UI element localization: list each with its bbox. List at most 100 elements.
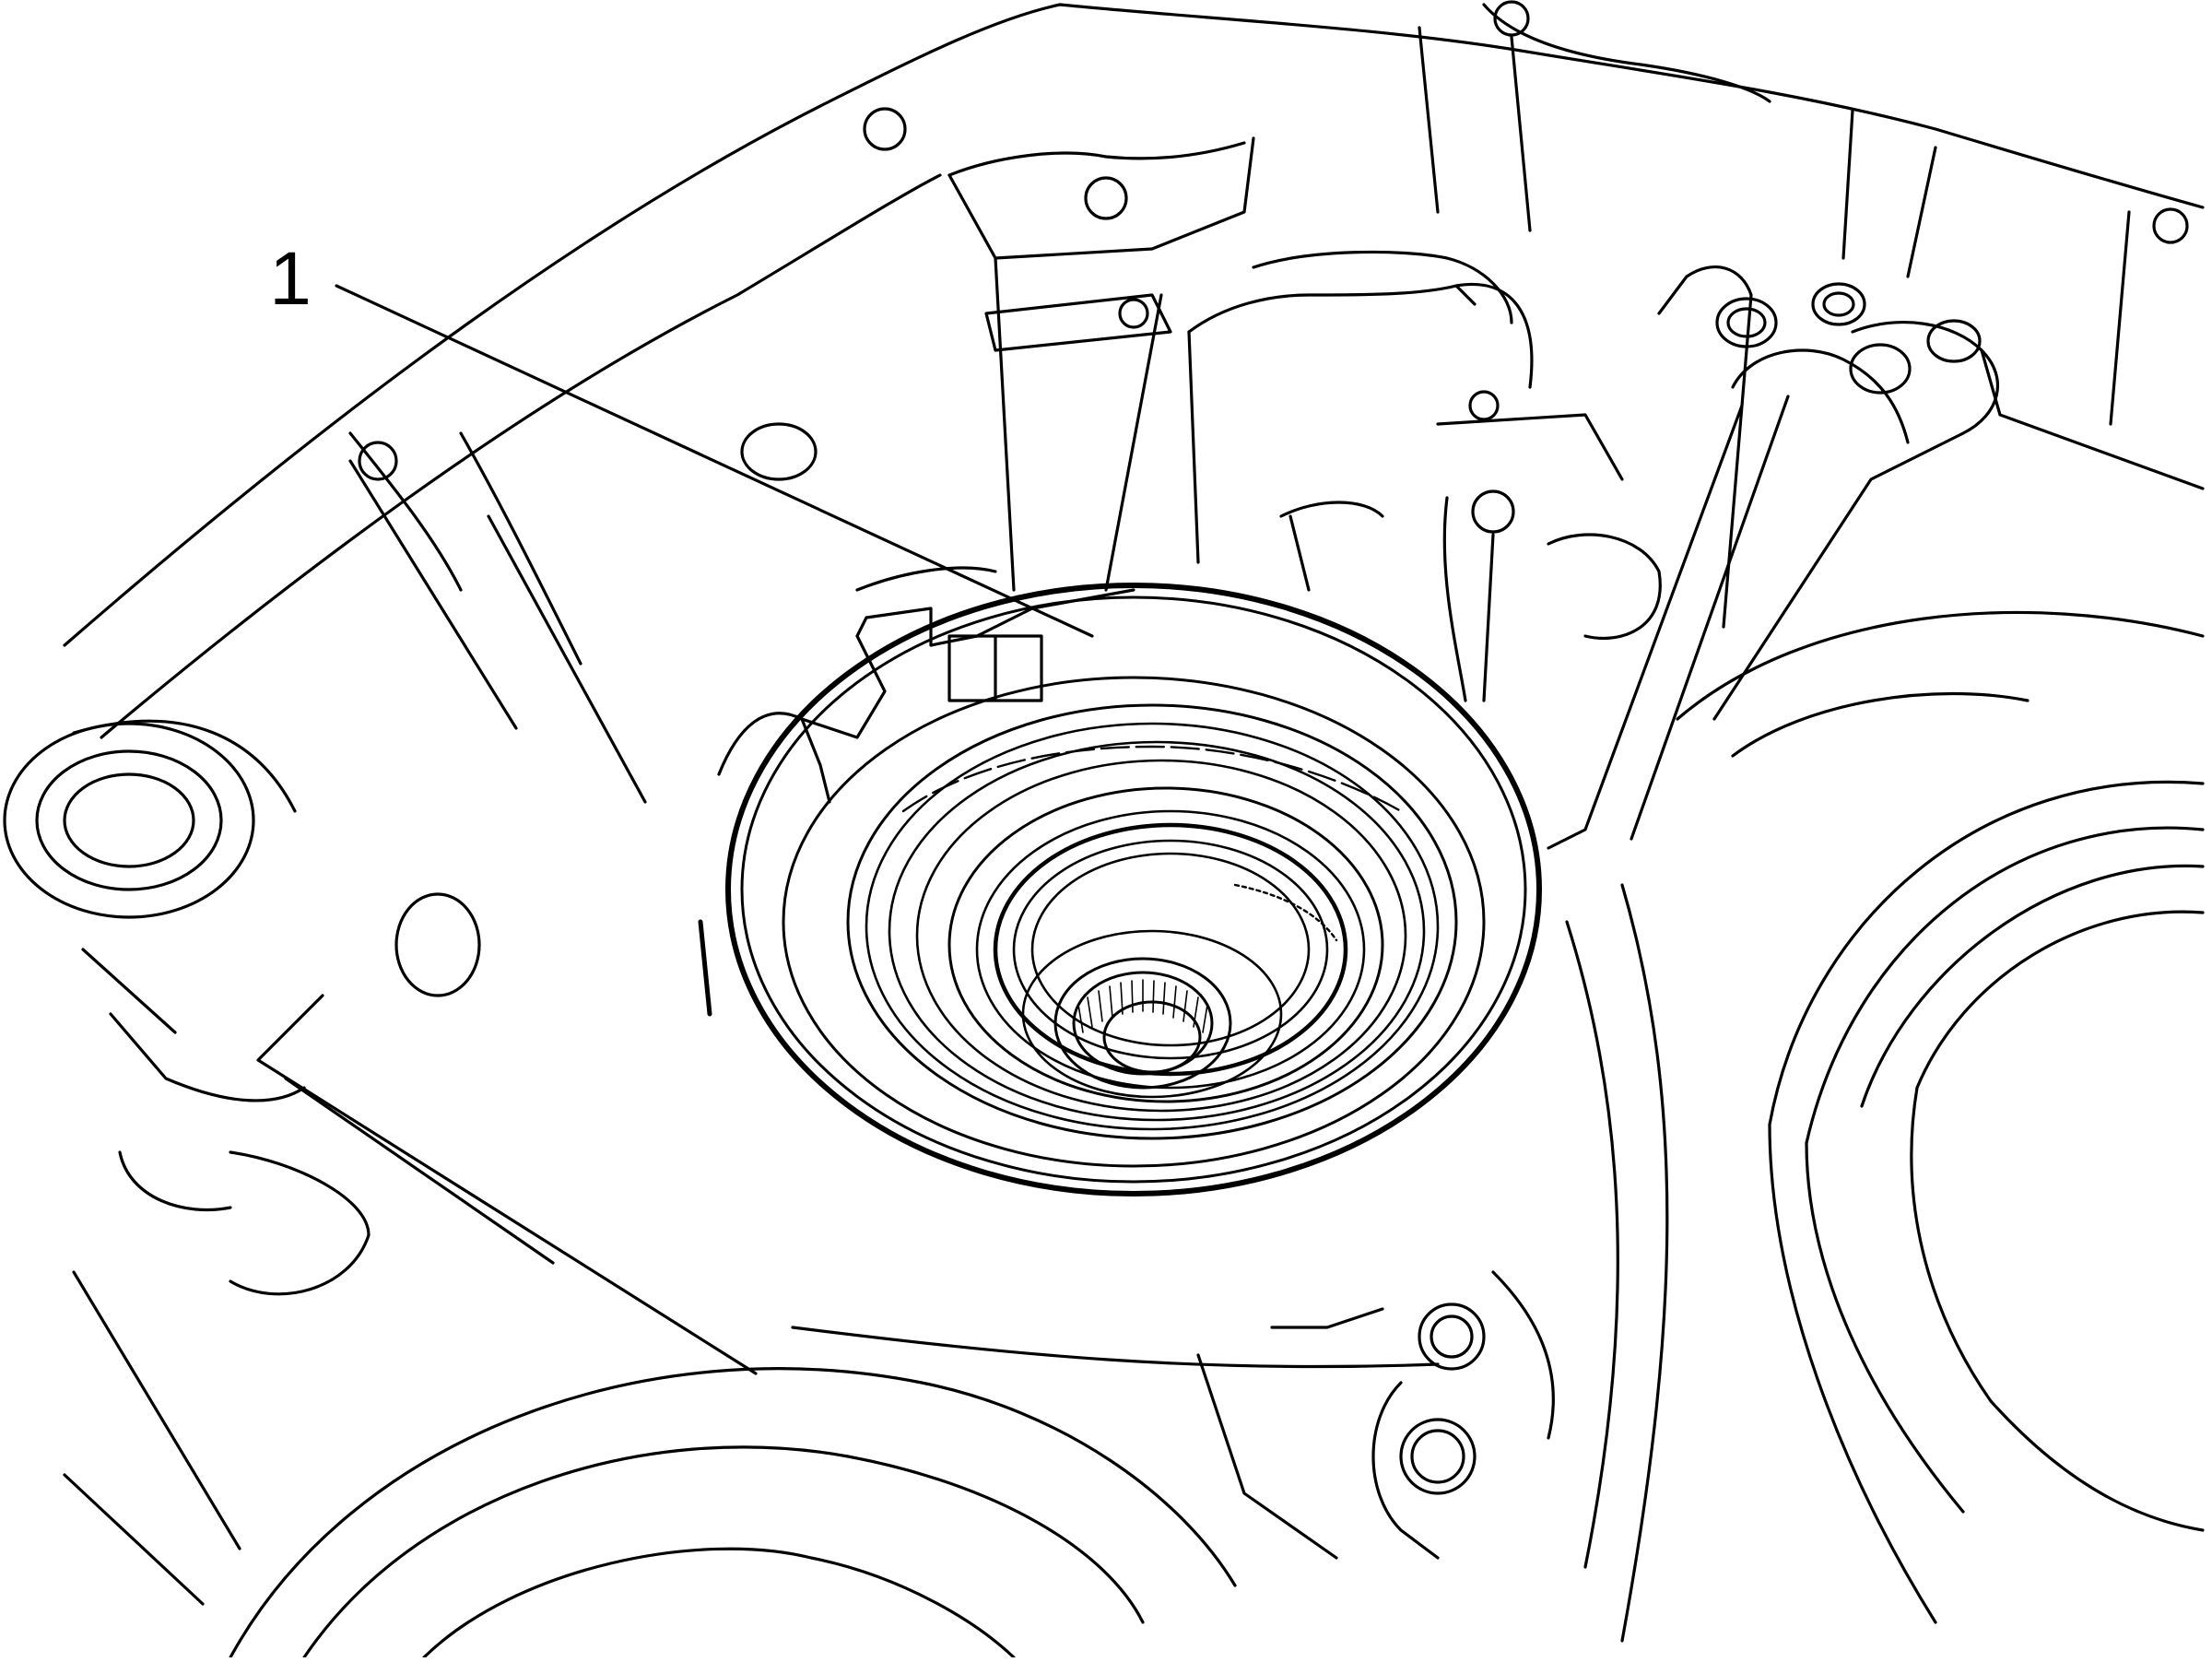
right-bore-ring-3 (1915, 910, 2205, 1090)
drum-edge-mark (698, 919, 712, 1017)
block-lower-2 (1288, 514, 1311, 592)
lower-boss-1-inner (1430, 1314, 1474, 1359)
hub-ring-1 (975, 809, 1366, 1090)
housing-inner-edge (100, 173, 942, 739)
left-detail-3 (118, 1150, 232, 1212)
rib-right (2109, 210, 2131, 426)
left-boss-neck (72, 719, 297, 813)
drum-notch (800, 634, 887, 804)
block-right-3 (1442, 496, 1467, 702)
bottom-bore-outer (229, 1367, 1237, 1659)
tube-2-end (1811, 282, 1866, 326)
lower-web-2 (1270, 1307, 1384, 1329)
housing-top-inner (1482, 3, 1771, 103)
right-bore-inner (1910, 1086, 2205, 1532)
inner-wall-4 (487, 514, 647, 804)
left-detail-2 (109, 1012, 306, 1102)
block-right-1 (1454, 283, 1534, 389)
hub-ring-4 (1030, 852, 1311, 1047)
block-right-5 (1547, 533, 1662, 641)
right-web (1620, 883, 1669, 1643)
housing-linework (3, 0, 2205, 1659)
block-slot (984, 293, 1172, 352)
left-bracket-2 (284, 1077, 555, 1265)
left-boss-inner (63, 772, 195, 868)
left-detail-1 (81, 948, 177, 1034)
plug-left (740, 422, 818, 481)
left-boss-mid (35, 749, 223, 891)
rib-top-1 (1418, 26, 1440, 214)
block-ledge (1187, 284, 1477, 334)
right-bore-ring-1 (1805, 826, 2205, 1145)
drum-rim-inner (740, 595, 1527, 1184)
bolt-hole-4 (2152, 207, 2189, 244)
block-face (994, 136, 1255, 260)
bottom-bore-inner (302, 1445, 1145, 1659)
right-bore-top (1676, 610, 2205, 721)
left-boss-outer (3, 722, 255, 919)
drum-outer-rim (725, 583, 1542, 1196)
left-detail-5 (63, 1473, 205, 1606)
bolt-hole-3 (1493, 0, 1530, 37)
block-bolt-1 (1118, 298, 1149, 329)
lower-web-3 (1491, 1270, 1555, 1440)
housing-top-edge (1058, 3, 2205, 209)
tube-cluster-port-2 (1926, 319, 1982, 363)
clutch-pack-4 (915, 759, 1407, 1113)
callout-1: 1 (269, 237, 1094, 638)
clutch-pack-3 (888, 740, 1426, 1122)
inner-wall-2 (459, 431, 582, 666)
right-bore-upper-rim (1731, 691, 2030, 758)
bolt-hole-1 (863, 107, 907, 151)
lower-boss-2 (1399, 1418, 1477, 1495)
left-small-boss (394, 892, 481, 997)
right-bore-outer (1768, 780, 2205, 1126)
rib-top-3 (1841, 109, 1854, 260)
lower-web-1 (1196, 1353, 1338, 1560)
left-bracket (256, 994, 758, 1375)
bolt-hole-2 (1084, 176, 1128, 220)
bearing-bore (1102, 1000, 1202, 1074)
tube-3-left (1547, 404, 1744, 850)
right-bore-ring-2 (1860, 864, 2205, 1108)
right-bore-left-2 (1805, 1141, 1965, 1514)
hub-ring-3 (1012, 839, 1329, 1060)
lower-boss-web (1371, 1381, 1440, 1560)
housing-outer-edge (63, 3, 1062, 647)
right-bore-left (1768, 1123, 1937, 1624)
tube-1-bore (1726, 307, 1767, 338)
lower-boss-2-inner (1410, 1429, 1465, 1484)
tube-3-right (1630, 395, 1790, 841)
block-bolt-2 (1468, 390, 1500, 421)
callout-label: 1 (269, 237, 312, 321)
tube-cluster-port-1 (1849, 343, 1912, 395)
left-detail-4 (72, 1270, 241, 1550)
block-column-left (1187, 330, 1200, 564)
bottom-ledge (791, 1326, 1440, 1369)
block-lower-3 (855, 566, 997, 592)
bolt-hole-5 (358, 441, 398, 481)
bearing-outer (1053, 957, 1232, 1090)
left-tab (229, 1150, 371, 1296)
tube-cluster-top (1731, 348, 1910, 444)
needle-bearing (1077, 979, 1208, 1033)
inner-wall-3 (348, 459, 518, 730)
hub-splines (1233, 883, 1338, 942)
hub-base (1021, 929, 1283, 1099)
block-top (947, 141, 1246, 177)
block-lower-1 (1279, 501, 1384, 518)
tube-cluster-bracket (1980, 348, 2205, 490)
hub-outer (947, 786, 1384, 1103)
drum-face (782, 676, 1486, 1168)
bottom-bore-ring (422, 1547, 1016, 1659)
clutch-pack-1 (846, 703, 1458, 1140)
lower-boss-1 (1418, 1302, 1486, 1371)
tube-1-end (1715, 297, 1778, 348)
tube-cluster-arm (1712, 431, 1965, 721)
clutch-pack-2 (865, 722, 1440, 1131)
drum-lip (717, 712, 804, 776)
block-bolt-3 (1471, 489, 1515, 534)
